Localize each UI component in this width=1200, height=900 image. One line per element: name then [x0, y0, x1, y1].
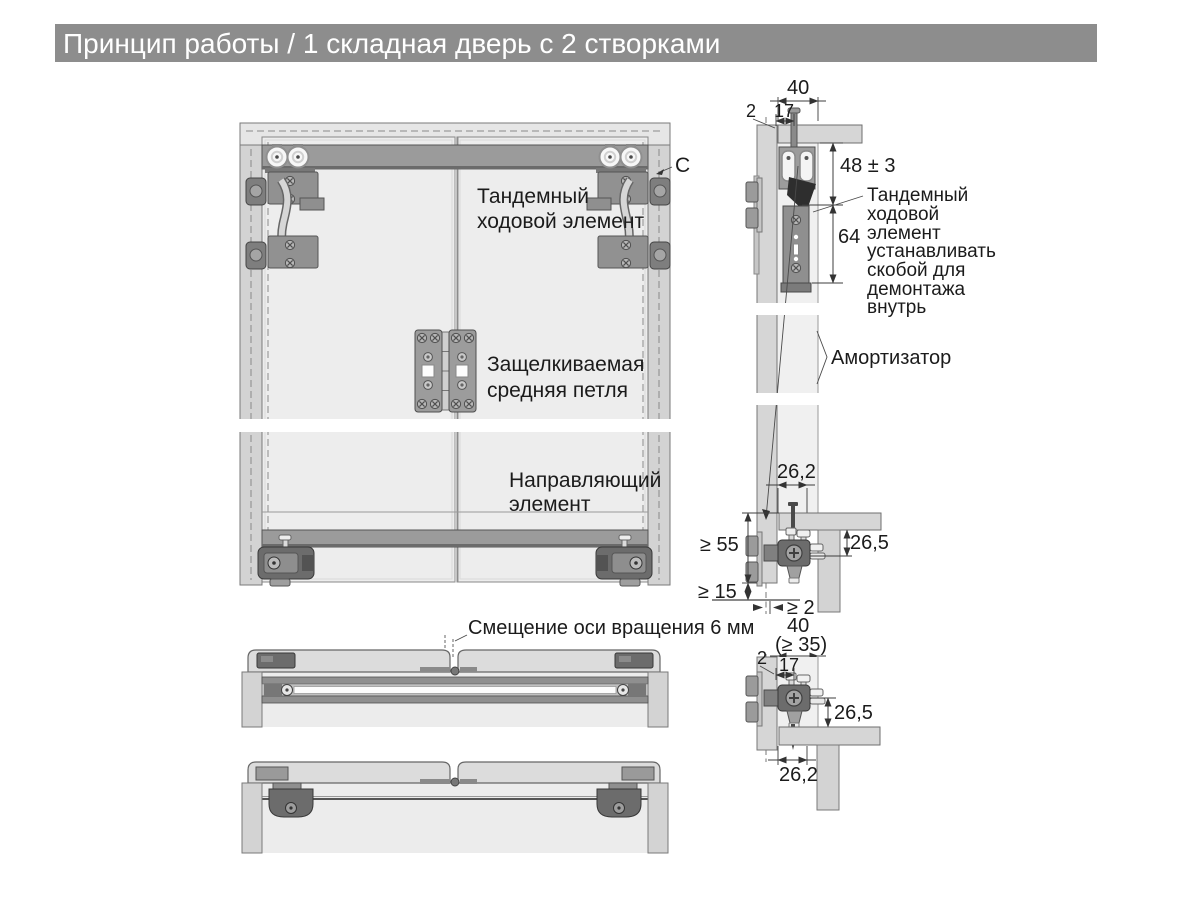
- svg-text:скобой для: скобой для: [867, 260, 965, 281]
- svg-text:17: 17: [779, 655, 799, 675]
- svg-text:40: 40: [787, 77, 809, 99]
- dim-2-17-top: 2 17: [746, 101, 795, 129]
- door-clamp: [745, 671, 763, 727]
- pivot-point: [450, 666, 460, 676]
- roller-wheel-icon: [619, 145, 643, 169]
- svg-text:26,5: 26,5: [834, 702, 873, 724]
- tandem-carriage-section: [778, 146, 816, 213]
- svg-text:26,5: 26,5: [850, 532, 889, 554]
- top-track: [261, 144, 649, 173]
- demount-path-line: [765, 165, 799, 519]
- roller-wheel-icon: [265, 145, 289, 169]
- dim-55-15: ≥ 55 ≥ 15: [698, 512, 800, 603]
- svg-text:2: 2: [757, 648, 767, 668]
- front-tandem-label: ходовой элемент: [477, 210, 644, 233]
- svg-text:26,2: 26,2: [779, 764, 818, 786]
- break-line: [236, 419, 676, 432]
- plan-view-pivot: [241, 761, 669, 854]
- svg-text:26,2: 26,2: [777, 461, 816, 483]
- svg-text:≥ 2: ≥ 2: [787, 597, 815, 619]
- post-plan-left: [241, 782, 263, 854]
- plan-view-closed: Смещение оси вращения 6 мм: [241, 617, 754, 728]
- pivot-point: [450, 777, 460, 787]
- damper-label: Амортизатор: [816, 330, 951, 385]
- svg-text:2: 2: [746, 101, 756, 121]
- svg-text:ходовой: ходовой: [867, 204, 939, 225]
- post-plan-right: [647, 782, 669, 854]
- tandem-runner-right: [586, 145, 670, 270]
- corner-bracket-right: [621, 766, 655, 781]
- svg-text:Тандемный: Тандемный: [867, 185, 968, 206]
- track-plan: [261, 676, 649, 704]
- svg-text:40: 40: [787, 615, 809, 637]
- svg-text:Амортизатор: Амортизатор: [831, 347, 951, 369]
- page-title: Принцип работы / 1 складная дверь с 2 ст…: [63, 28, 720, 59]
- front-guide-label: элемент: [509, 493, 591, 516]
- cabinet-post-section: [816, 744, 840, 811]
- svg-text:17: 17: [774, 101, 794, 121]
- corner-bracket-left: [255, 766, 289, 781]
- tandem-runner-left: [246, 145, 325, 270]
- front-hinge-label: Защелкиваемая: [487, 353, 644, 376]
- center-hinge-tab: [420, 779, 450, 784]
- front-tandem-label: Тандемный: [477, 185, 589, 208]
- shelf-screw: [791, 504, 795, 530]
- break-line: [752, 303, 822, 315]
- bottom-shelf-section: [778, 726, 881, 746]
- title-banner: Принцип работы / 1 складная дверь с 2 ст…: [55, 24, 1097, 62]
- center-hinge-tab: [460, 779, 477, 784]
- door-leaf-right: [456, 136, 649, 583]
- center-hinge: [414, 329, 477, 413]
- dim-gap2: ≥ 2: [753, 597, 815, 619]
- break-line: [752, 393, 822, 405]
- front-view: Тандемный ходовой элемент Защелкиваемая …: [236, 122, 690, 587]
- dim-2-17-detail: 2 17: [757, 648, 799, 680]
- front-hinge-label: средняя петля: [487, 379, 628, 402]
- side-view: 40 2 17 48 ± 3 64 Тандемный ходовой элем…: [698, 77, 996, 660]
- svg-text:Смещение оси вращения 6 мм: Смещение оси вращения 6 мм: [468, 617, 754, 639]
- roller-wheel-icon: [598, 145, 622, 169]
- svg-text:внутрь: внутрь: [867, 297, 926, 318]
- front-guide-label: Направляющий: [509, 469, 661, 492]
- title-banner-bg: [55, 24, 1097, 62]
- dim-40-top: 40: [770, 77, 826, 121]
- section-mark: C: [656, 154, 690, 177]
- tandem-element-plate: [780, 205, 812, 293]
- svg-text:≥ 55: ≥ 55: [700, 534, 739, 556]
- svg-text:демонтажа: демонтажа: [867, 279, 966, 300]
- cabinet-interior: [262, 783, 648, 853]
- post-plan-right: [647, 671, 669, 728]
- cabinet-post-section: [817, 529, 841, 613]
- dim-265: 26,5: [810, 529, 889, 557]
- svg-text:(≥ 35): (≥ 35): [775, 634, 827, 656]
- detail-view: 2 17 26,5 26,2: [745, 648, 881, 811]
- dim-262-detail: 26,2: [768, 746, 818, 786]
- roller-wheel-icon: [286, 145, 310, 169]
- post-plan-left: [241, 671, 263, 728]
- svg-text:≥ 15: ≥ 15: [698, 581, 737, 603]
- door-leaf-plan-right: [457, 649, 661, 673]
- tandem-note: Тандемный ходовой элемент устанавливать …: [812, 185, 996, 318]
- door-leaf-plan-right: [457, 761, 661, 784]
- svg-text:элемент: элемент: [867, 223, 941, 244]
- center-hinge-tab: [460, 667, 477, 672]
- svg-text:устанавливать: устанавливать: [867, 241, 996, 262]
- dim-262-upper: 26,2: [766, 461, 816, 513]
- svg-text:C: C: [675, 154, 690, 177]
- svg-text:64: 64: [838, 226, 860, 248]
- release-lever: [787, 177, 816, 213]
- dim-64: 64: [812, 204, 860, 284]
- center-hinge-tab: [420, 667, 450, 672]
- dim-40-35: 40 (≥ 35): [770, 615, 827, 660]
- bottom-track: [261, 511, 649, 548]
- dim-265-detail: 26,5: [810, 697, 873, 728]
- svg-text:48 ± 3: 48 ± 3: [840, 155, 895, 177]
